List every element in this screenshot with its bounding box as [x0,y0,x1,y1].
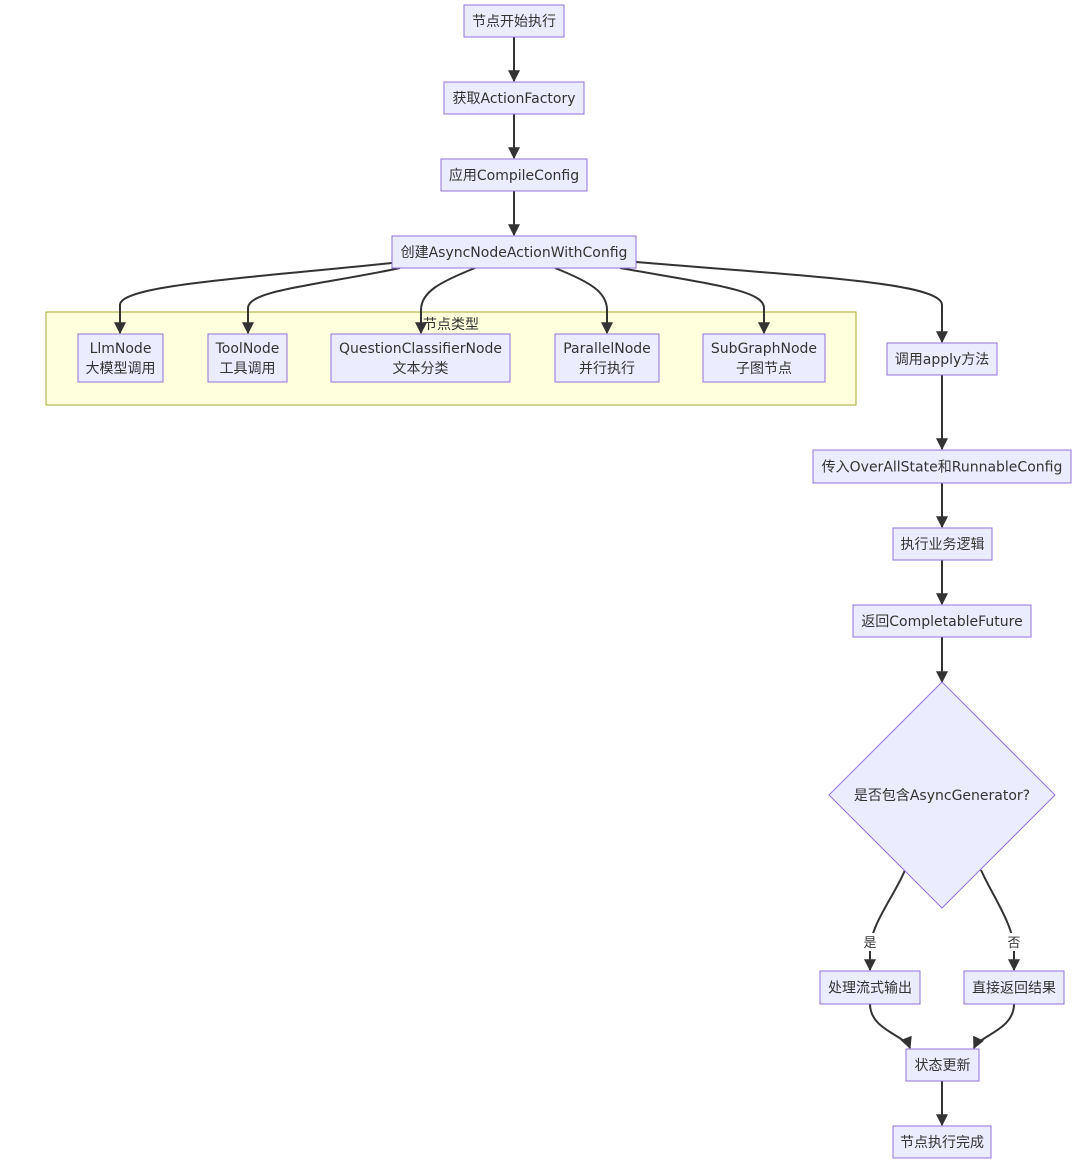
node-start-box [463,4,565,38]
node-tool: ToolNode 工具调用 [207,333,288,383]
node-decision: 是否包含AsyncGenerator? [828,681,1056,909]
edge-label-no: 否 [1005,933,1023,951]
edge-direct-update [973,1003,1015,1050]
edge-label-yes: 是 [861,933,879,951]
edge-create-llm [114,262,393,335]
edge-decision-direct [980,869,1020,972]
node-subgraph: SubGraphNode 子图节点 [702,333,826,383]
edge-create-tool [242,267,401,335]
node-decision-label-1: 是否包含AsyncGenerator? [854,788,1030,804]
edge-decision-stream [864,869,906,972]
node-apply-box [886,342,998,376]
cluster-label: 节点类型 [423,317,479,333]
node-subgraph-label-2: 子图节点 [736,361,792,377]
node-direct-box [963,970,1065,1005]
node-parallel-label-2: 并行执行 [579,361,635,377]
svg-text:是: 是 [863,936,876,951]
node-stream-label-1: 处理流式输出 [828,981,912,997]
node-subgraph-label-1: SubGraphNode [711,341,817,357]
node-qc: QuestionClassifierNode 文本分类 [330,333,511,383]
node-qc-label-1: QuestionClassifierNode [339,341,502,357]
edge-create-subgraph [619,267,770,335]
node-apply: 调用apply方法 [886,342,998,376]
node-exec-label-1: 执行业务逻辑 [901,537,985,553]
node-create: 创建AsyncNodeActionWithConfig [391,235,637,269]
node-pass-label-1: 传入OverAllState和RunnableConfig [822,460,1063,476]
node-tool-box [207,333,288,383]
node-qc-box [330,333,511,383]
node-factory-box [443,81,585,115]
node-tool-label-1: ToolNode [215,341,280,357]
node-ret: 返回CompletableFuture [852,604,1032,638]
node-compile-box [440,158,588,192]
edge-create-apply [635,261,948,344]
node-pass: 传入OverAllState和RunnableConfig [812,449,1072,484]
node-subgraph-box [702,333,826,383]
node-parallel-box [554,333,660,383]
node-compile: 应用CompileConfig [440,158,588,192]
node-update-box [905,1048,980,1082]
node-start-label-1: 节点开始执行 [472,14,556,30]
node-pass-box [812,449,1072,484]
node-qc-label-2: 文本分类 [393,361,449,377]
node-update: 状态更新 [905,1048,980,1082]
node-llm: LlmNode 大模型调用 [77,333,164,383]
node-parallel: ParallelNode 并行执行 [554,333,660,383]
edges [114,37,1020,1127]
node-stream-box [819,970,921,1005]
node-factory-label-1: 获取ActionFactory [453,91,576,107]
node-decision-diamond [828,681,1056,909]
edge-create-parallel [554,267,613,335]
node-stream: 处理流式输出 [819,970,921,1005]
node-tool-label-2: 工具调用 [220,361,276,377]
node-parallel-label-1: ParallelNode [563,341,651,357]
node-ret-label-1: 返回CompletableFuture [861,614,1022,630]
node-llm-label-1: LlmNode [90,341,152,357]
edge-create-qc [415,267,476,335]
node-exec: 执行业务逻辑 [892,527,993,561]
node-exec-box [892,527,993,561]
edge-stream-update [869,1003,912,1050]
node-apply-label-1: 调用apply方法 [895,352,990,368]
node-llm-label-2: 大模型调用 [86,361,156,377]
node-create-label-1: 创建AsyncNodeActionWithConfig [401,245,628,261]
node-update-label-1: 状态更新 [915,1058,971,1074]
node-ret-box [852,604,1032,638]
node-done-label-1: 节点执行完成 [900,1135,984,1151]
node-done: 节点执行完成 [892,1125,992,1159]
node-start: 节点开始执行 [463,4,565,38]
node-factory: 获取ActionFactory [443,81,585,115]
svg-text:否: 否 [1007,936,1020,951]
node-compile-label-1: 应用CompileConfig [449,167,579,184]
node-llm-box [77,333,164,383]
node-direct-label-1: 直接返回结果 [972,980,1056,997]
node-create-box [391,235,637,269]
node-direct: 直接返回结果 [963,970,1065,1005]
node-done-box [892,1125,992,1159]
